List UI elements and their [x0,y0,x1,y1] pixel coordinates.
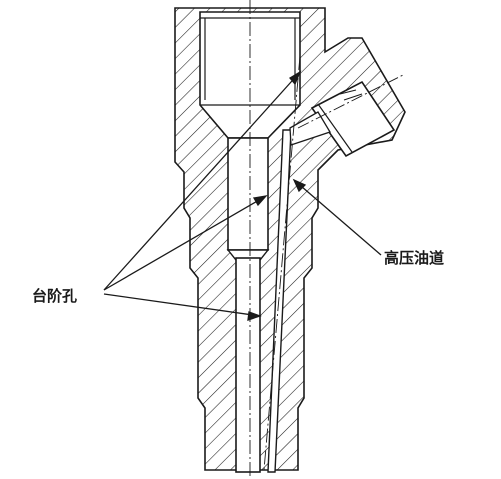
inlet-port [310,80,396,158]
inlet-passage [289,111,331,146]
high-pressure-channel [267,129,292,473]
stepped-hole-leaders [103,70,302,321]
stepped-hole-label: 台阶孔 [32,287,78,305]
channel-leader [292,178,382,256]
high-pressure-channel-label: 高压油道 [384,249,445,267]
stepped-hole-narrow [235,257,261,473]
stepped-hole-wide [227,137,269,251]
channel-axis [263,55,301,471]
